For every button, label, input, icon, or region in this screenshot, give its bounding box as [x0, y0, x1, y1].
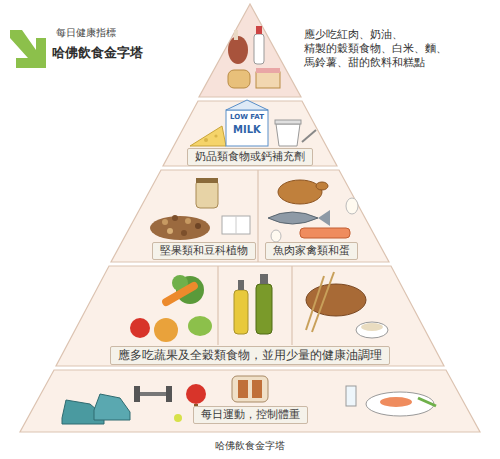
title: 哈佛飲食金字塔: [52, 45, 143, 60]
arrow-icon-part: [10, 30, 46, 68]
pyramid-tiers: [20, 4, 480, 432]
dairy-foods-part: [276, 124, 300, 146]
nut-foods-part: [172, 215, 178, 221]
dairy-foods: [190, 100, 316, 146]
meat-foods-part: [271, 230, 281, 242]
tier-label-text: 每日運動，控制體重: [201, 408, 300, 421]
meat-foods-part: [318, 210, 330, 226]
plant-foods-part: [238, 280, 244, 290]
plant-foods-part: [361, 323, 383, 331]
top-foods-part: [228, 36, 248, 64]
exercise-items-part: [380, 397, 412, 407]
dairy-foods-part: [226, 100, 268, 110]
meat-foods-part: [300, 228, 350, 238]
pyramid-tiers-part: [291, 266, 292, 345]
tier-label: 堅果類和豆科植物: [152, 242, 256, 260]
pyramid-tiers-part: [20, 370, 480, 432]
plant-foods: [130, 272, 388, 342]
nut-foods-part: [195, 223, 201, 229]
exercise-items-part: [252, 380, 262, 398]
exercise-items-part: [238, 380, 248, 398]
plant-foods-part: [234, 290, 248, 334]
pyramid-tiers-part: [199, 4, 301, 97]
plant-foods-part: [188, 316, 212, 336]
exercise-items-part: [134, 386, 140, 402]
top-foods-part: [256, 68, 280, 73]
nut-foods-part: [222, 216, 250, 234]
carton-text: MILK: [233, 124, 261, 135]
plant-foods-part: [260, 274, 268, 284]
header-label: 每日健康指標: [56, 27, 116, 38]
plant-foods-part: [161, 281, 200, 308]
tier-label-text: 堅果類和豆科植物: [160, 244, 248, 257]
nut-foods-part: [162, 219, 168, 225]
tier-label: 應多吃蔬果及全穀類食物，並用少量的健康油調理: [110, 346, 390, 365]
carton-text-box: LOW FAT: [230, 113, 264, 122]
caption-box: 哈佛飲食金字塔: [215, 440, 285, 453]
nut-foods-part: [236, 216, 237, 234]
exercise-items-part: [366, 392, 434, 416]
top-foods: [228, 26, 280, 88]
pyramid-tiers-part: [163, 101, 337, 166]
meat-foods-part: [268, 212, 318, 224]
tier-label: 魚肉家禽類和蛋: [265, 242, 358, 260]
caption: 哈佛飲食金字塔: [215, 440, 285, 451]
tier-label: 奶品類食物或鈣補充劑: [187, 148, 313, 166]
header-label-box: 每日健康指標: [56, 27, 116, 40]
exercise-items: [62, 376, 436, 424]
top-foods-part: [228, 70, 250, 88]
dairy-foods-part: [214, 134, 217, 137]
plant-foods-part: [356, 322, 388, 338]
pyramid-tiers-part: [56, 266, 444, 366]
nut-foods-part: [196, 180, 218, 208]
nut-foods-part: [185, 218, 191, 224]
exercise-items-part: [166, 386, 172, 402]
tier-label-text: 奶品類食物或鈣補充劑: [195, 150, 305, 163]
carton-text: LOW FAT: [230, 113, 264, 121]
plant-foods-part: [154, 318, 178, 342]
plant-foods-part: [130, 318, 150, 338]
nut-foods: [150, 178, 250, 240]
nut-foods-part: [181, 230, 187, 236]
exercise-items-part: [174, 414, 182, 422]
nut-foods-part: [167, 228, 173, 234]
meat-foods-part: [316, 182, 328, 190]
exercise-items-part: [346, 386, 356, 406]
title-box: 哈佛飲食金字塔: [52, 45, 143, 61]
exercise-items-part: [138, 392, 168, 396]
pyramid-tiers-part: [111, 170, 389, 262]
arrow-icon: [10, 30, 46, 68]
exercise-items-part: [418, 398, 436, 406]
carton-text-box: MILK: [233, 124, 261, 137]
plant-foods-part: [312, 272, 334, 332]
top-foods-part: [234, 30, 238, 40]
plant-foods-part: [256, 284, 272, 334]
limit-note-box: 應少吃紅肉、奶油、 精製的穀類食物、白米、麵、 馬鈴薯、甜的飲料和糕點: [304, 28, 474, 69]
tier-label: 每日運動，控制體重: [193, 406, 308, 424]
top-foods-part: [256, 72, 280, 88]
exercise-items-part: [186, 384, 206, 404]
nut-foods-part: [150, 216, 210, 240]
tier-label-text: 應多吃蔬果及全穀類食物，並用少量的健康油調理: [118, 348, 382, 362]
top-foods-part: [254, 34, 264, 64]
exercise-items-part: [94, 394, 130, 420]
dairy-foods-part: [302, 130, 316, 142]
limit-note: 應少吃紅肉、奶油、 精製的穀類食物、白米、麵、 馬鈴薯、甜的飲料和糕點: [304, 28, 447, 69]
meat-foods: [268, 180, 358, 242]
nut-foods-part: [196, 178, 218, 183]
dairy-foods-part: [204, 138, 208, 142]
tier-label-text: 魚肉家禽類和蛋: [273, 244, 350, 257]
meat-foods-part: [278, 180, 322, 204]
pyramid-tiers-part: [257, 170, 258, 262]
meat-foods-part: [346, 198, 358, 214]
dairy-foods-part: [190, 126, 226, 146]
dairy-foods-part: [275, 120, 301, 124]
top-foods-part: [256, 26, 262, 34]
dairy-foods-part: [226, 110, 268, 146]
exercise-items-part: [232, 376, 268, 402]
pyramid-tiers-part: [217, 266, 218, 345]
